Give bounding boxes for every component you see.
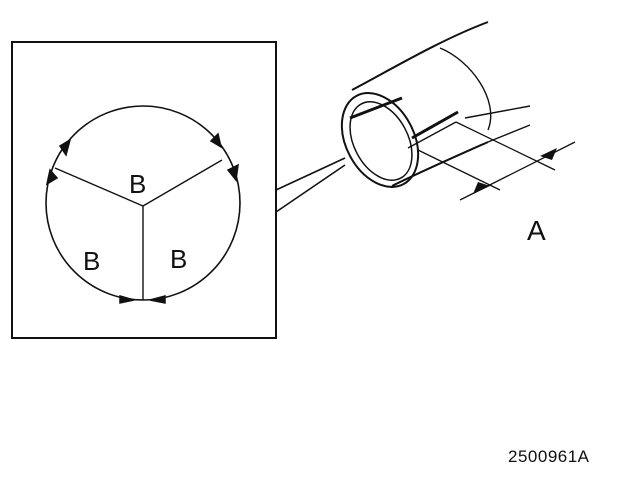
pipe-break-curve bbox=[439, 47, 492, 131]
pipe-side-line-2 bbox=[487, 124, 531, 143]
pipe-end-inner bbox=[349, 101, 413, 181]
slot-lower bbox=[407, 121, 457, 149]
arrow-mark-1 bbox=[58, 138, 72, 157]
leader-bottom bbox=[275, 164, 346, 213]
arrow-mark-6 bbox=[149, 295, 166, 304]
slot-upper bbox=[411, 110, 459, 140]
leader-top bbox=[275, 157, 346, 191]
divider-right bbox=[142, 159, 223, 207]
arrow-mark-2 bbox=[45, 168, 59, 186]
dimension-arrow-left bbox=[473, 182, 490, 194]
arrow-mark-5 bbox=[119, 295, 135, 304]
label-b-top: B bbox=[129, 169, 146, 199]
slot-inner bbox=[349, 96, 403, 120]
label-b-left: B bbox=[83, 246, 100, 276]
pipe-bottom-edge bbox=[391, 141, 489, 187]
label-a: A bbox=[527, 215, 546, 246]
leader-lines bbox=[275, 157, 346, 213]
pipe-drawing bbox=[340, 21, 576, 201]
inset-arrows bbox=[45, 132, 239, 304]
pipe-top-edge bbox=[351, 21, 489, 91]
arrow-mark-3 bbox=[209, 132, 223, 149]
pipe-side-line bbox=[464, 105, 531, 119]
extension-line-2 bbox=[417, 149, 501, 191]
dimension-arrows bbox=[473, 148, 557, 194]
divider-left bbox=[54, 167, 144, 207]
figure-code: 2500961A bbox=[508, 447, 590, 466]
arrow-mark-4 bbox=[226, 163, 239, 182]
pipe-end-outer bbox=[340, 92, 420, 188]
dimension-arrow-right bbox=[540, 148, 557, 160]
extension-line-1 bbox=[455, 121, 556, 171]
label-b-right: B bbox=[170, 244, 187, 274]
